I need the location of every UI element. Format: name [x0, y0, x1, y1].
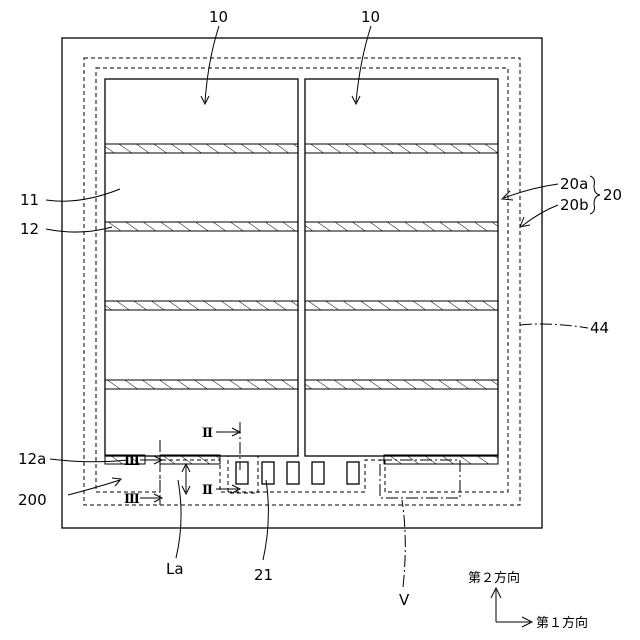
label-detail-v: V	[399, 591, 410, 609]
label-separator-end: 12a	[18, 450, 46, 468]
label-la: La	[166, 560, 184, 578]
module-right	[305, 79, 498, 456]
terminal	[236, 462, 248, 484]
separator-bar	[105, 144, 298, 153]
label-module-right: 10	[361, 8, 380, 26]
label-20b: 20b	[560, 196, 589, 214]
module-left	[105, 79, 298, 456]
label-second-direction: 第２方向	[468, 570, 520, 586]
terminal	[347, 462, 359, 484]
brace-20	[590, 176, 600, 214]
separator-bar	[105, 222, 298, 231]
end-separator-mid	[160, 455, 220, 464]
terminal	[287, 462, 299, 484]
label-44: 44	[590, 319, 609, 337]
terminal	[312, 462, 324, 484]
label-section-iii-bottom: Ⅲ	[124, 492, 140, 507]
label-cell: 11	[20, 191, 39, 209]
separator-bar	[305, 222, 498, 231]
label-terminal: 21	[254, 566, 273, 584]
separator-bar	[305, 144, 498, 153]
label-first-direction: 第１方向	[536, 615, 588, 631]
label-assembly: 200	[18, 491, 47, 509]
label-separator: 12	[20, 220, 39, 238]
label-20: 20	[603, 186, 622, 204]
separator-bar	[105, 301, 298, 310]
label-20a: 20a	[560, 175, 588, 193]
label-section-iii-top: Ⅲ	[124, 454, 140, 469]
separator-bar	[305, 301, 498, 310]
label-module-left: 10	[209, 8, 228, 26]
label-section-ii-bottom: Ⅱ	[202, 483, 213, 498]
terminal	[262, 462, 274, 484]
separator-bar	[105, 380, 298, 389]
label-section-ii-top: Ⅱ	[202, 426, 213, 441]
separator-bar	[305, 380, 498, 389]
